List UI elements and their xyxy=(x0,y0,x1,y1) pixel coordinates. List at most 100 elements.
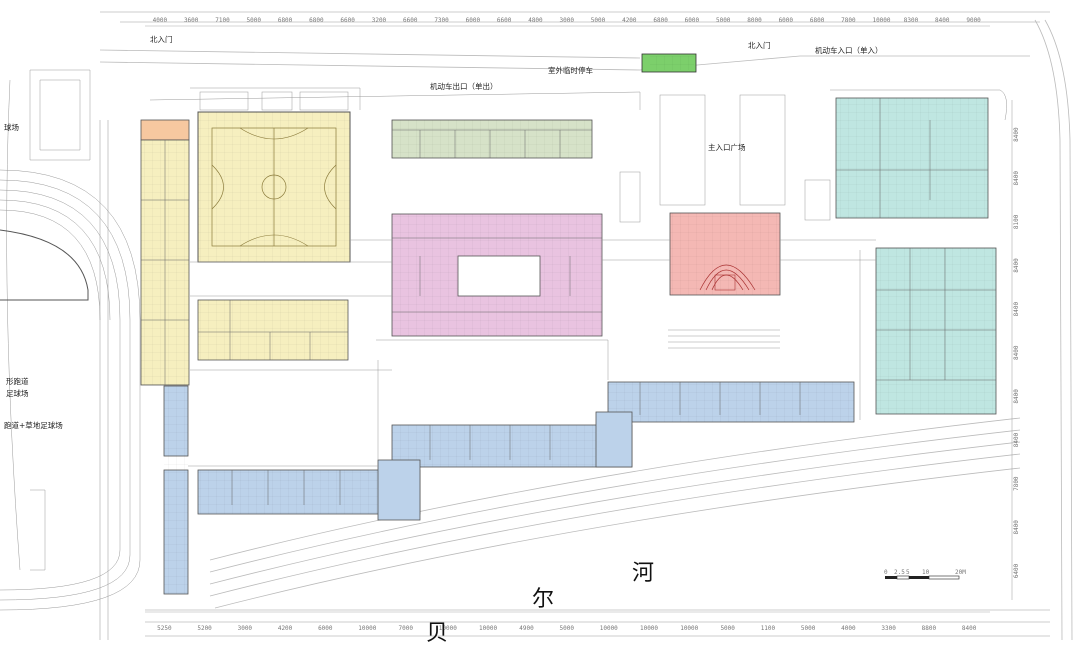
dimension-label: 8300 xyxy=(904,17,919,24)
dimension-label: 8400 xyxy=(1013,302,1020,317)
scale-tick-1: 2.5 xyxy=(894,569,905,576)
scale-label: 20M xyxy=(955,569,966,576)
dimension-label: 6000 xyxy=(685,17,700,24)
dimension-label: 4900 xyxy=(519,625,534,632)
dimension-label: 8400 xyxy=(1013,520,1020,535)
dimension-label: 7800 xyxy=(1013,476,1020,491)
blue-block-lower xyxy=(197,459,421,521)
dimension-label: 4200 xyxy=(622,17,637,24)
dimension-label: 5200 xyxy=(197,625,212,632)
corridors xyxy=(188,239,876,467)
dimension-label: 6600 xyxy=(403,17,418,24)
dimension-label: 8800 xyxy=(922,625,937,632)
blue-block-right xyxy=(607,381,855,423)
scale-tick-0: 0 xyxy=(884,569,888,576)
top-dimension-labels: 4000 3600 7100 5000 6800 6800 6600 3200 6600 7300… xyxy=(153,17,982,24)
dimension-label: 8400 xyxy=(1013,345,1020,360)
river-char-2: 尔 xyxy=(532,587,554,612)
dimension-label: 6800 xyxy=(278,17,293,24)
pink-block xyxy=(391,213,603,337)
sports-hall xyxy=(197,91,351,263)
dimension-label: 3000 xyxy=(560,17,575,24)
dimension-label: 8400 xyxy=(962,625,977,632)
dimension-label: 6000 xyxy=(318,625,333,632)
river-char-1: 河 xyxy=(632,561,654,586)
dimension-label: 5000 xyxy=(801,625,816,632)
dimension-label: 8400 xyxy=(1013,432,1020,447)
dimension-label: 5250 xyxy=(157,625,172,632)
north-gate-label: 北入门 xyxy=(150,35,173,44)
dimension-label: 8400 xyxy=(935,17,950,24)
dimension-label: 6600 xyxy=(497,17,512,24)
dimension-label: 3000 xyxy=(238,625,253,632)
campus-boundary xyxy=(149,87,1007,223)
blue-block-middle xyxy=(391,411,633,468)
vehicle-entrance-label: 机动车入口（单入） xyxy=(815,45,883,55)
green-block xyxy=(391,119,593,159)
dimension-label: 6600 xyxy=(340,17,355,24)
athletic-track xyxy=(0,169,141,611)
dimension-label: 6000 xyxy=(466,17,481,24)
dimension-label: 6400 xyxy=(1013,563,1020,578)
dimension-label: 3200 xyxy=(372,17,387,24)
river-char-3: 贝 xyxy=(426,621,448,646)
dimension-label: 7300 xyxy=(434,17,449,24)
dimension-lines xyxy=(145,25,1013,613)
dimension-label: 4000 xyxy=(841,625,856,632)
dimension-label: 10000 xyxy=(872,17,890,24)
teal-block-top xyxy=(835,97,989,219)
main-plaza-label: 主入口广场 xyxy=(708,142,746,152)
field-label-4: 跑道+草地足球场 xyxy=(4,420,63,430)
field-label-1: 球场 xyxy=(4,122,19,132)
dimension-label: 5000 xyxy=(247,17,262,24)
dimension-label: 3300 xyxy=(881,625,896,632)
dimension-label: 5000 xyxy=(560,625,575,632)
dimension-label: 5000 xyxy=(720,625,735,632)
dimension-label: 7800 xyxy=(841,17,856,24)
entry-steps xyxy=(668,329,780,349)
outdoor-parking-label: 室外临时停车 xyxy=(548,65,593,75)
red-auditorium xyxy=(669,212,781,296)
dimension-label: 6800 xyxy=(309,17,324,24)
dimension-label: 8000 xyxy=(747,17,762,24)
dimension-label: 4800 xyxy=(528,17,543,24)
dimension-label: 4000 xyxy=(153,17,168,24)
dimension-label: 1100 xyxy=(761,625,776,632)
dimension-label: 8400 xyxy=(1013,389,1020,404)
dimension-label: 8400 xyxy=(1013,258,1020,273)
vehicle-exit-label: 机动车出口（单出） xyxy=(430,81,498,91)
dimension-label: 6800 xyxy=(810,17,825,24)
field-label-3: 足球场 xyxy=(6,388,29,398)
dimension-label: 10000 xyxy=(358,625,376,632)
field-label-2: 形跑道 xyxy=(6,376,29,386)
teal-block-bottom xyxy=(875,247,997,415)
right-dimension-labels: 8400 8400 8100 8400 8400 8400 8400 8400 7800 8400… xyxy=(1013,127,1020,578)
scale-tick-2: 5 xyxy=(906,569,910,576)
dimension-label: 9000 xyxy=(966,17,981,24)
dimension-label: 3600 xyxy=(184,17,199,24)
dimension-label: 5000 xyxy=(591,17,606,24)
dimension-label: 10000 xyxy=(680,625,698,632)
dimension-label: 6800 xyxy=(653,17,668,24)
dimension-label: 10000 xyxy=(640,625,658,632)
site-roads xyxy=(6,11,1073,641)
dimension-label: 10000 xyxy=(439,625,457,632)
dimension-label: 10000 xyxy=(600,625,618,632)
dimension-label: 8100 xyxy=(1013,214,1020,229)
dimension-label: 8400 xyxy=(1013,171,1020,186)
scale-tick-3: 10 xyxy=(922,569,930,576)
orange-block xyxy=(140,119,190,141)
dimension-label: 10000 xyxy=(479,625,497,632)
north-gate-2-label: 北入门 xyxy=(748,41,771,50)
dimension-label: 8400 xyxy=(1013,127,1020,142)
blue-block-left xyxy=(163,385,189,595)
dimension-label: 4200 xyxy=(278,625,293,632)
yellow-classroom-block xyxy=(197,299,349,361)
scale-bar: 0 2.5 5 10 20M xyxy=(884,569,966,580)
bottom-dimension-labels: 5250 5200 3000 4200 6000 10000 7000 10000 10000 4… xyxy=(157,625,977,632)
left-wing xyxy=(140,139,190,386)
dimension-label: 7000 xyxy=(399,625,414,632)
gate-shelter xyxy=(650,56,694,70)
dimension-label: 7100 xyxy=(215,17,230,24)
